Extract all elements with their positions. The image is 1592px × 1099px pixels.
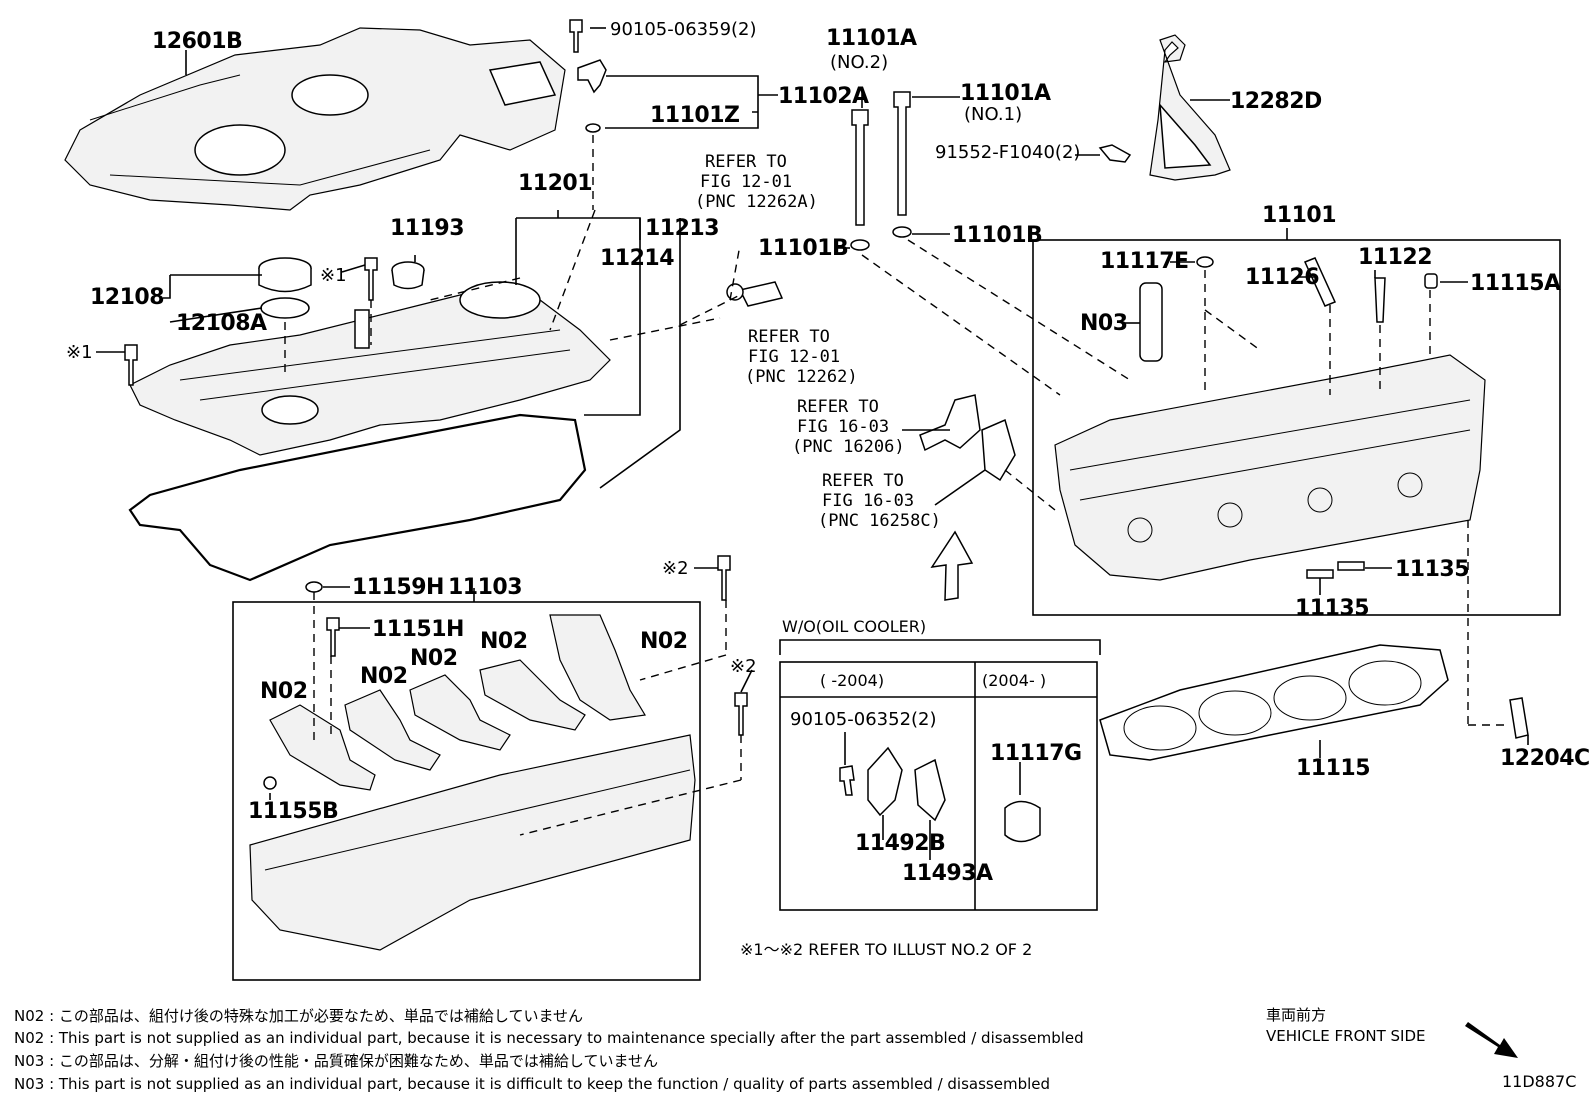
oil-cooler-title: W/O(OIL COOLER) bbox=[782, 617, 926, 636]
head-bolt-no2 bbox=[851, 109, 869, 226]
engine-cover-illustration bbox=[64, 27, 566, 211]
label-11101B-right: 11101B bbox=[952, 223, 1042, 248]
label-11135-bottom: 11135 bbox=[1295, 596, 1369, 621]
note-n02-jp: N02 : この部品は、組付け後の特殊な加工が必要なため、単品では補給していませ… bbox=[14, 1007, 583, 1025]
label-mark1-left: ※1 bbox=[66, 342, 93, 363]
label-mark2-upper: ※2 bbox=[662, 558, 689, 579]
cylinder-head-cover-illustration bbox=[129, 281, 611, 456]
label-11135-right: 11135 bbox=[1395, 557, 1469, 582]
vehicle-front-jp: 車両前方 bbox=[1266, 1006, 1326, 1024]
ref2-line1: REFER TO bbox=[748, 327, 830, 347]
vehicle-front-arrow bbox=[1465, 1022, 1518, 1058]
label-11193: 11193 bbox=[390, 216, 464, 241]
ref4-line2: FIG 16-03 bbox=[822, 491, 914, 511]
label-N02-a: N02 bbox=[480, 629, 528, 654]
label-12108A: 12108A bbox=[176, 311, 267, 336]
label-11492B: 11492B bbox=[855, 831, 945, 856]
label-11101Z: 11101Z bbox=[650, 103, 740, 128]
refer-illust-note: ※1～※2 REFER TO ILLUST NO.2 OF 2 bbox=[740, 940, 1032, 959]
label-11101A-no1: 11101A bbox=[960, 81, 1051, 106]
plug-11193 bbox=[391, 261, 425, 290]
ref4-line3: (PNC 16258C) bbox=[818, 511, 941, 531]
label-mark2-lower: ※2 bbox=[730, 656, 757, 677]
head-bolt-no1 bbox=[893, 91, 911, 216]
label-90105-06352: 90105-06352(2) bbox=[790, 709, 937, 730]
ref2-line2: FIG 12-01 bbox=[748, 347, 840, 367]
ref1-line3: (PNC 12262A) bbox=[695, 192, 818, 212]
label-91552-F1040: 91552-F1040(2) bbox=[935, 142, 1080, 163]
label-11493A: 11493A bbox=[902, 861, 993, 886]
bolt-mark1 bbox=[124, 344, 138, 386]
oil-filler-cap bbox=[258, 257, 312, 319]
label-11117G: 11117G bbox=[990, 741, 1082, 766]
ref3-line3: (PNC 16206) bbox=[792, 437, 905, 457]
label-11101A-no1-sub: (NO.1) bbox=[964, 104, 1022, 125]
label-11159H: 11159H bbox=[352, 575, 444, 600]
label-12601B: 12601B bbox=[152, 29, 242, 54]
label-11201: 11201 bbox=[518, 171, 592, 196]
label-11115A: 11115A bbox=[1470, 271, 1561, 296]
note-n03-en: N03 : This part is not supplied as an in… bbox=[14, 1075, 1050, 1093]
ref1-line1: REFER TO bbox=[705, 152, 787, 172]
oil-cooler-col2: (2004- ) bbox=[982, 671, 1046, 690]
head-gasket bbox=[1099, 644, 1449, 761]
label-11102A: 11102A bbox=[778, 84, 869, 109]
leader-lines bbox=[96, 27, 1529, 860]
label-11101: 11101 bbox=[1262, 203, 1336, 228]
label-11101B-left: 11101B bbox=[758, 236, 848, 261]
camshaft-housing-illustration bbox=[249, 614, 696, 951]
stud-12204C bbox=[1509, 697, 1529, 739]
label-12204C: 12204C bbox=[1500, 746, 1590, 771]
label-11115: 11115 bbox=[1296, 756, 1370, 781]
label-N02-d: N02 bbox=[410, 646, 458, 671]
label-11117E: 11117E bbox=[1100, 249, 1189, 274]
oil-cooler-col1: ( -2004) bbox=[820, 671, 884, 690]
label-11214: 11214 bbox=[600, 246, 674, 271]
label-11151H: 11151H bbox=[372, 617, 464, 642]
bolt-mark1-b bbox=[364, 257, 378, 301]
label-N02-e: N02 bbox=[260, 679, 308, 704]
label-90105-06359: 90105-06359(2) bbox=[610, 19, 757, 40]
ref1-line2: FIG 12-01 bbox=[700, 172, 792, 192]
note-n03-jp: N03 : この部品は、分解・組付け後の性能・品質確保が困難なため、単品では補給… bbox=[14, 1052, 658, 1070]
label-mark1-upper: ※1 bbox=[320, 265, 347, 286]
cylinder-head-box bbox=[1032, 239, 1561, 616]
ref2-line3: (PNC 12262) bbox=[745, 367, 858, 387]
label-11122: 11122 bbox=[1358, 245, 1432, 270]
label-11101A-no2: 11101A bbox=[826, 26, 917, 51]
label-11101A-no2-sub: (NO.2) bbox=[830, 52, 888, 73]
camshaft-housing-box bbox=[232, 601, 701, 981]
label-11213: 11213 bbox=[645, 216, 719, 241]
illustration-code: 11D887C bbox=[1502, 1072, 1576, 1091]
label-12282D: 12282D bbox=[1230, 89, 1322, 114]
label-N02-b: N02 bbox=[640, 629, 688, 654]
label-N02-c: N02 bbox=[360, 664, 408, 689]
label-11103: 11103 bbox=[448, 575, 522, 600]
vehicle-front-en: VEHICLE FRONT SIDE bbox=[1266, 1027, 1426, 1045]
ref4-line1: REFER TO bbox=[822, 471, 904, 491]
label-N03: N03 bbox=[1080, 311, 1128, 336]
sensor-11102A bbox=[577, 59, 607, 94]
note-n02-en: N02 : This part is not supplied as an in… bbox=[14, 1029, 1084, 1047]
cylinder-head-illustration bbox=[1054, 354, 1486, 581]
ref3-line1: REFER TO bbox=[797, 397, 879, 417]
oil-cooler-table bbox=[779, 661, 1098, 911]
head-cover-gasket bbox=[128, 413, 587, 582]
label-12108: 12108 bbox=[90, 285, 164, 310]
ref3-line2: FIG 16-03 bbox=[797, 417, 889, 437]
label-11155B: 11155B bbox=[248, 799, 338, 824]
label-11126: 11126 bbox=[1245, 265, 1319, 290]
front-arrow-up bbox=[930, 530, 974, 601]
